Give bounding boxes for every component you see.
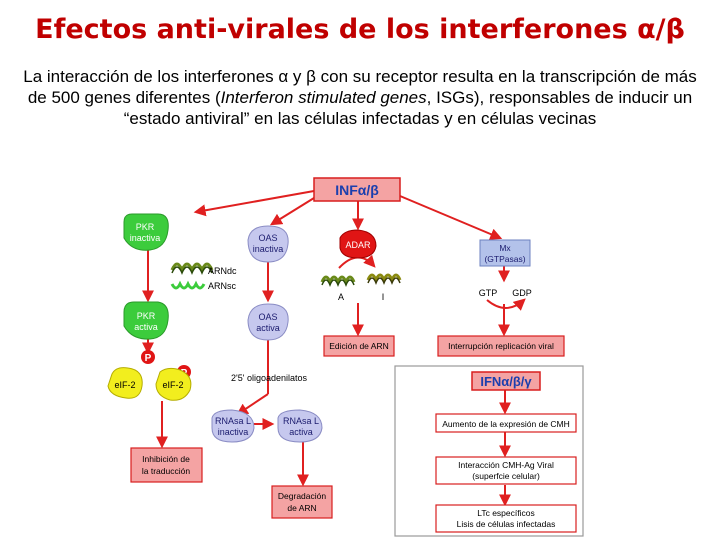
pkr-inactive-line2: inactiva (130, 233, 161, 243)
pkr-inactive-shape (123, 213, 169, 251)
intro-text-1: La interacción de los interferones α y β… (23, 67, 697, 107)
mx-line2: (GTPasas) (484, 254, 525, 264)
arrow-inf-to-oas (269, 197, 315, 226)
ltc-box (435, 504, 577, 533)
translation-inhibition-line2: la traducción (142, 466, 190, 476)
arn-edition-box (323, 335, 395, 357)
cmh-increase-box (435, 413, 577, 433)
mx-box (479, 239, 531, 267)
oas-active-line2: activa (256, 323, 280, 333)
adar-shape (339, 229, 377, 259)
eif2-left-shape (107, 367, 143, 399)
arn-dc-coil2-icon (171, 266, 213, 275)
rna-i-coil-icon (366, 273, 402, 285)
oas-inactive-line1: OAS (258, 233, 277, 243)
pkr-active-line1: PKR (137, 311, 156, 321)
oas-inactive-shape (247, 225, 289, 263)
rnasel-active-line1: RNAsa L (283, 416, 319, 426)
arn-dc-coil-icon (170, 262, 214, 274)
inf-top-label: INFα/β (335, 182, 379, 198)
translation-inhibition-line1: Inhibición de (142, 454, 190, 464)
arrow-inf-to-pkr (193, 190, 315, 217)
arn-edition-label: Edición de ARN (329, 341, 389, 351)
cmh-interaction-line2: (superfcie celular) (472, 471, 540, 481)
oligoadenylates-label: 2'5' oligoadenilatos (231, 373, 307, 383)
arrow-gtp-curve (486, 298, 526, 311)
cmh-interaction-line1: Interacción CMH-Ag Viral (458, 460, 554, 470)
base-a-label: A (338, 292, 344, 302)
rnasel-inactive-line1: RNAsa L (215, 416, 251, 426)
gdp-label: GDP (512, 288, 532, 298)
inf-top-box (313, 177, 401, 202)
eif2-right-label: eIF-2 (162, 380, 183, 390)
replication-interruption-label: Interrupción replicación viral (448, 341, 554, 351)
oas-inactive-line2: inactiva (253, 244, 284, 254)
pkr-active-line2: activa (134, 322, 158, 332)
ifn-abg-box (471, 371, 541, 391)
eif2-right-shape (155, 367, 192, 401)
rna-a-coil2-icon (321, 279, 355, 288)
arrow-oas-active-down (238, 338, 269, 414)
arn-degradation-line1: Degradación (278, 491, 326, 501)
arn-degradation-box (271, 485, 333, 519)
translation-inhibition-box (130, 447, 203, 483)
ltc-line2: Lisis de células infectadas (457, 519, 556, 529)
phospho-circle-1 (141, 350, 155, 364)
rnasel-active-line2: activa (289, 427, 313, 437)
adar-label: ADAR (345, 240, 371, 250)
pkr-inactive-line1: PKR (136, 222, 155, 232)
replication-interruption-box (437, 335, 565, 357)
base-i-label: I (382, 292, 385, 302)
intro-italic: Interferon stimulated genes (220, 88, 427, 107)
rnasel-inactive-line2: inactiva (218, 427, 249, 437)
rna-a-coil-icon (320, 275, 356, 287)
arn-sc-label: ARNsc (208, 281, 237, 291)
oas-active-shape (247, 303, 289, 341)
intro-text-2: , ISGs), responsables de inducir un “est… (123, 88, 693, 128)
cmh-increase-label: Aumento de la expresión de CMH (442, 419, 570, 429)
eif2-left-label: eIF-2 (114, 380, 135, 390)
page-title: Efectos anti-virales de los interferones… (35, 14, 685, 45)
intro-paragraph: La interacción de los interferones α y β… (22, 66, 698, 129)
arn-dc-label: ARNdc (208, 266, 237, 276)
ltc-line1: LTc específicos (477, 508, 534, 518)
rnasel-inactive-shape (211, 409, 255, 443)
arrow-inf-to-mx (399, 195, 503, 240)
connectors (142, 190, 526, 507)
mx-line1: Mx (499, 243, 511, 253)
rnasel-active-shape (277, 409, 323, 443)
cmh-interaction-box (435, 456, 577, 485)
pkr-active-shape (123, 301, 169, 340)
ifn-abg-label: IFNα/β/γ (480, 374, 532, 389)
gtp-label: GTP (479, 288, 498, 298)
arn-degradation-line2: de ARN (287, 503, 316, 513)
phospho-label-1: P (145, 353, 152, 364)
arn-sc-coil-icon (170, 280, 206, 290)
oas-active-line1: OAS (258, 312, 277, 322)
rna-i-coil2-icon (367, 277, 401, 286)
arrow-adar-curve (338, 254, 376, 269)
